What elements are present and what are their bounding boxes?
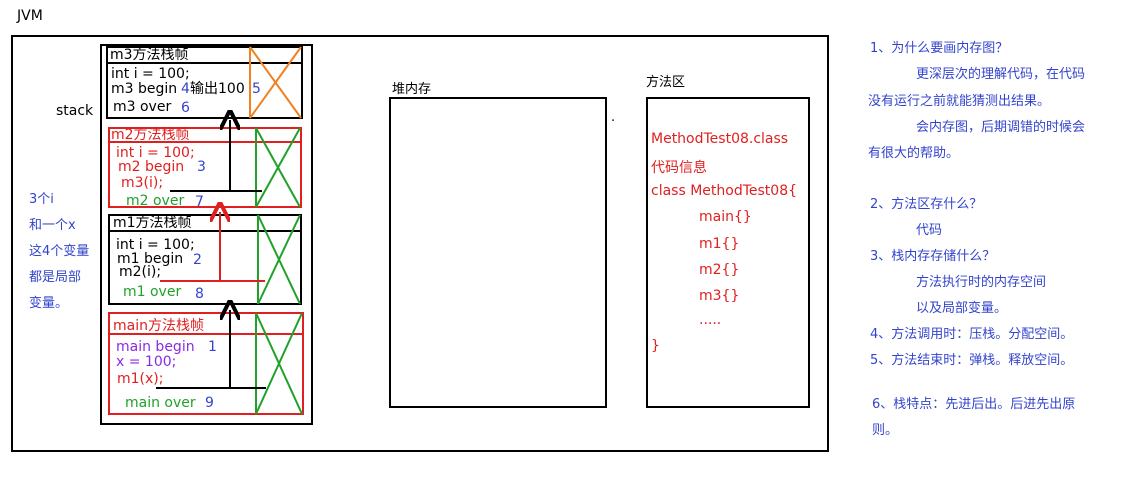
note-line: 2、方法区存什么？ xyxy=(870,197,983,212)
note-line: 没有运行之前就能猜测出结果。 xyxy=(868,94,1051,109)
main-line-1: main begin xyxy=(116,339,195,355)
jvm-box xyxy=(11,35,829,452)
main-step-number: 1 xyxy=(208,339,217,355)
note-line: 有很大的帮助。 xyxy=(868,146,960,161)
note-line: 3、栈内存存储什么？ xyxy=(870,249,996,264)
method-area-line: m3{} xyxy=(699,288,740,304)
main-cross-mark xyxy=(255,312,303,415)
main-frame-title: main方法栈帧 xyxy=(113,318,204,334)
method-area-label: 方法区 xyxy=(646,75,686,90)
method-area-line: } xyxy=(651,338,660,354)
note-line: 以及局部变量。 xyxy=(916,301,1008,316)
main-line-2: x = 100; xyxy=(116,354,177,370)
m1-line-4: m1 over xyxy=(123,284,182,300)
left-note-line: 都是局部 xyxy=(29,270,82,285)
call-arrow-m2-to-m3 xyxy=(170,120,230,192)
note-line: 更深层次的理解代码，在代码 xyxy=(916,67,1086,82)
m1-step-number: 8 xyxy=(195,286,204,302)
method-area-line: 代码信息 xyxy=(651,160,707,176)
note-line: 5、方法结束时：弹栈。释放空间。 xyxy=(870,353,1074,368)
stray-dot: . xyxy=(611,110,616,125)
m3-line-1: int i = 100; xyxy=(111,66,190,82)
m2-line-1: int i = 100; xyxy=(116,145,195,161)
method-area-line: class MethodTest08{ xyxy=(651,183,798,199)
left-note-line: 和一个x xyxy=(29,218,76,233)
main-line-4: main over xyxy=(125,395,196,411)
note-line: 则。 xyxy=(872,423,899,438)
note-line: 代码 xyxy=(916,223,943,238)
call-arrow-m1-to-m2 xyxy=(160,212,220,282)
method-area-line: main{} xyxy=(699,209,752,225)
left-note-line: 变量。 xyxy=(29,296,69,311)
m3-step-number: 4 xyxy=(181,81,190,97)
m1-frame xyxy=(108,214,302,305)
m3-step-number: 5 xyxy=(252,81,261,97)
main-step-number: 9 xyxy=(205,395,214,411)
m2-frame xyxy=(108,127,302,208)
method-area-line: m1{} xyxy=(699,236,740,252)
note-line: 6、栈特点：先进后出。后进先出原 xyxy=(872,397,1076,412)
left-note-line: 这4个变量 xyxy=(29,244,90,259)
heap-box xyxy=(389,97,607,408)
m3-cross-mark xyxy=(249,46,302,119)
method-area-box xyxy=(646,97,810,408)
m1-cross-mark xyxy=(257,214,301,305)
note-line: 会内存图，后期调错的时候会 xyxy=(916,120,1086,135)
stack-label: stack xyxy=(56,103,94,119)
main-frame xyxy=(108,312,304,415)
m2-line-4: m2 over xyxy=(126,193,185,209)
m3-step-number: 6 xyxy=(181,100,190,116)
m2-line-3: m3(i); xyxy=(121,175,164,191)
m2-frame-title: m2方法栈帧 xyxy=(111,127,190,143)
left-note-line: 3个i xyxy=(29,192,54,207)
m3-frame-title: m3方法栈帧 xyxy=(110,47,189,63)
method-area-line: MethodTest08.class xyxy=(651,131,789,147)
method-area-line: ..... xyxy=(699,312,722,328)
m1-line-2: m1 begin xyxy=(117,251,184,267)
m1-step-number: 2 xyxy=(193,252,202,268)
call-arrow-main-to-m1 xyxy=(156,310,230,389)
note-line: 4、方法调用时：压栈。分配空间。 xyxy=(870,327,1074,342)
note-line: 1、为什么要画内存图？ xyxy=(870,41,1009,56)
stack-box xyxy=(100,44,313,425)
m3-line-2: m3 begin xyxy=(111,81,178,97)
m1-frame-title: m1方法栈帧 xyxy=(113,215,192,231)
m1-line-1: int i = 100; xyxy=(116,237,195,253)
jvm-label: JVM xyxy=(17,8,43,24)
m2-step-number: 7 xyxy=(195,194,204,210)
method-area-line: m2{} xyxy=(699,262,740,278)
main-line-3: m1(x); xyxy=(117,371,164,387)
m3-line-4: m3 over xyxy=(113,99,172,115)
m3-line-3: 输出100 xyxy=(190,81,245,97)
m2-step-number: 3 xyxy=(197,159,206,175)
m1-line-3: m2(i); xyxy=(119,264,162,280)
m3-frame xyxy=(106,46,303,119)
m2-line-2: m2 begin xyxy=(118,159,185,175)
note-line: 方法执行时的内存空间 xyxy=(916,275,1047,290)
heap-label: 堆内存 xyxy=(392,82,432,97)
m2-cross-mark xyxy=(255,127,301,208)
